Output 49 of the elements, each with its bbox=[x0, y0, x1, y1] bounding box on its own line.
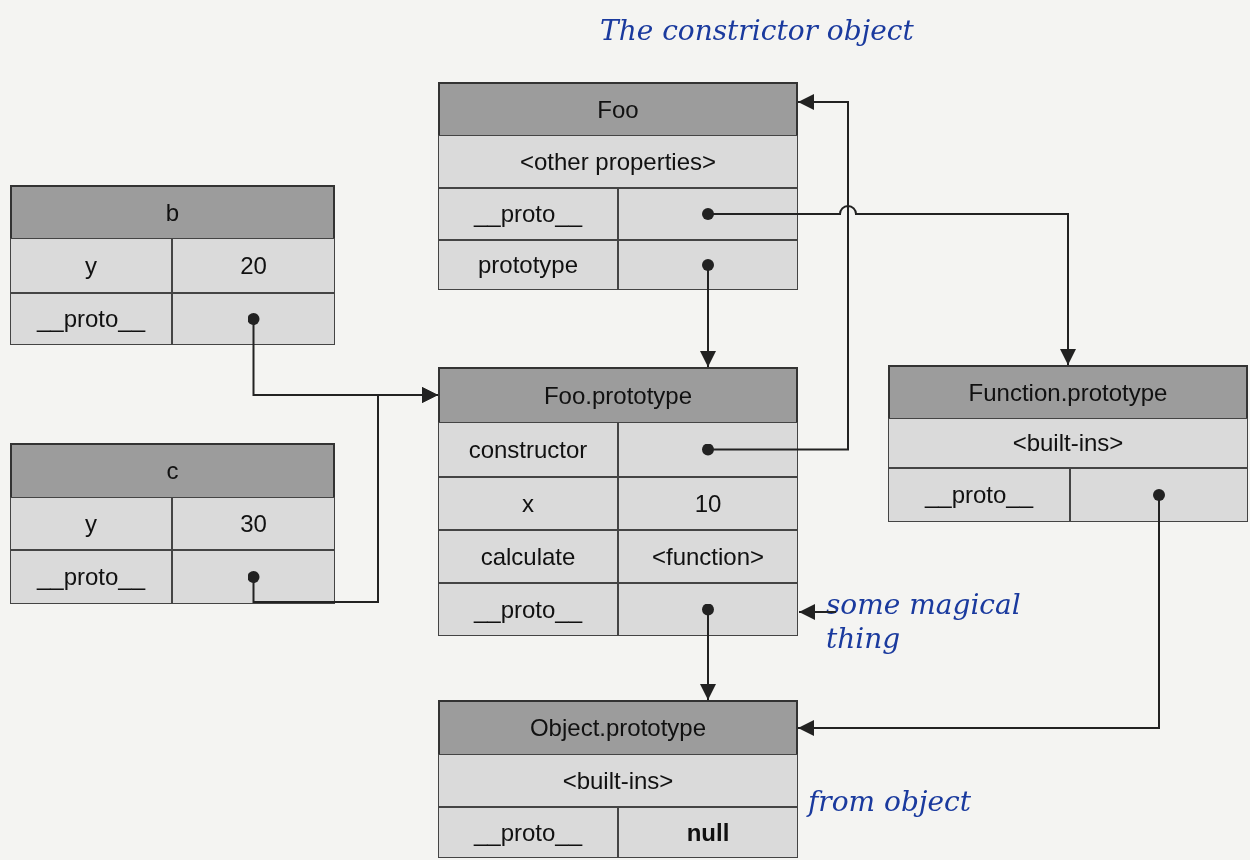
handwritten-note: The constrictor object bbox=[600, 14, 914, 48]
object-table bbox=[438, 82, 798, 290]
table-cell: constructor bbox=[438, 422, 618, 477]
table-cell bbox=[618, 422, 798, 477]
table-header: Function.prototype bbox=[890, 367, 1246, 420]
handwritten-note: some magical thing bbox=[826, 588, 1026, 678]
table-cell: calculate bbox=[438, 530, 618, 583]
table-cell: <function> bbox=[618, 530, 798, 583]
table-cell bbox=[1070, 468, 1248, 522]
object-table bbox=[438, 700, 798, 858]
table-cell bbox=[618, 240, 798, 290]
table-cell: prototype bbox=[438, 240, 618, 290]
table-cell: __proto__ bbox=[438, 188, 618, 240]
arrow bbox=[798, 604, 837, 620]
arrow bbox=[247, 387, 439, 603]
table-header: c bbox=[12, 445, 333, 499]
table-cell: __proto__ bbox=[888, 468, 1070, 522]
object-table bbox=[888, 365, 1248, 522]
arrow bbox=[700, 603, 716, 701]
table-cell: y bbox=[10, 497, 172, 550]
object-table bbox=[438, 367, 798, 636]
object-table bbox=[10, 443, 335, 604]
table-header: Object.prototype bbox=[440, 702, 796, 756]
table-cell: 30 bbox=[172, 497, 335, 550]
handwritten-note: from object bbox=[808, 785, 972, 819]
table-cell bbox=[172, 293, 335, 345]
table-cell: __proto__ bbox=[438, 583, 618, 636]
table-header: b bbox=[12, 187, 333, 240]
table-cell: 10 bbox=[618, 477, 798, 530]
table-cell: <other properties> bbox=[438, 135, 798, 188]
table-cell: <built-ins> bbox=[438, 754, 798, 807]
table-cell bbox=[618, 583, 798, 636]
table-header: Foo bbox=[440, 84, 796, 137]
table-cell bbox=[618, 188, 798, 240]
table-cell: __proto__ bbox=[10, 550, 172, 604]
table-cell bbox=[172, 550, 335, 604]
table-cell: 20 bbox=[172, 238, 335, 293]
table-cell: y bbox=[10, 238, 172, 293]
table-cell: __proto__ bbox=[10, 293, 172, 345]
table-cell: <built-ins> bbox=[888, 418, 1248, 468]
table-cell: __proto__ bbox=[438, 807, 618, 858]
arrow bbox=[702, 94, 849, 456]
arrow bbox=[700, 259, 716, 368]
table-cell: null bbox=[618, 807, 798, 858]
arrow bbox=[797, 489, 1165, 736]
table-cell: x bbox=[438, 477, 618, 530]
arrow bbox=[702, 205, 1076, 366]
table-header: Foo.prototype bbox=[440, 369, 796, 424]
object-table bbox=[10, 185, 335, 345]
